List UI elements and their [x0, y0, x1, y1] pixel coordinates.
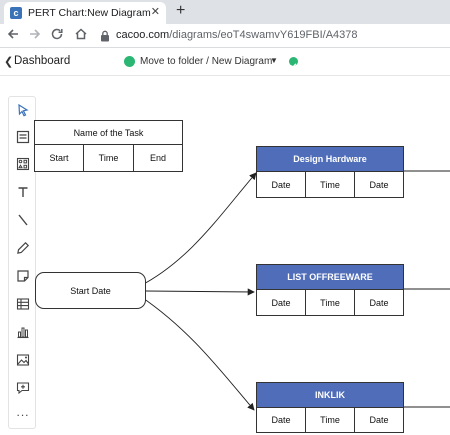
task-title: Design Hardware [293, 154, 367, 164]
chevron-left-icon[interactable]: ❮ [4, 56, 14, 68]
table-tool-icon[interactable] [14, 295, 32, 313]
cacoo-favicon-icon: c [10, 7, 22, 19]
legend-col-start: Start [49, 153, 69, 163]
new-tab-button[interactable]: + [176, 2, 186, 19]
line-tool-icon[interactable] [14, 211, 32, 229]
caret-down-icon[interactable]: ▼ [270, 56, 278, 65]
url-path: /diagrams/eoT4swamvY619FBI/A4378 [169, 29, 358, 41]
url-host: cacoo.com [116, 29, 170, 41]
select-pointer-icon[interactable] [14, 101, 32, 119]
task-cell-end: Date [369, 297, 389, 308]
text-tool-icon[interactable] [14, 183, 32, 201]
browser-tab-bar: c PERT Chart:New Diagram - Cacoo ✕ + [0, 0, 450, 24]
template-grid-icon[interactable] [14, 155, 32, 173]
reload-icon[interactable] [50, 27, 64, 44]
task-cell-start: Date [271, 179, 291, 190]
back-arrow-icon[interactable] [6, 27, 20, 44]
tab-title: PERT Chart:New Diagram - Cacoo [28, 7, 154, 19]
lock-icon[interactable] [100, 29, 110, 42]
home-icon[interactable] [74, 27, 88, 44]
chart-tool-icon[interactable] [14, 323, 32, 341]
more-tools-icon[interactable]: ... [16, 405, 30, 419]
app-header: ❮ Dashboard Move to folder / New Diagram… [0, 48, 450, 76]
connector-to-list-offreeware [145, 288, 255, 296]
task-title: INKLIK [315, 390, 345, 400]
url-field[interactable]: cacoo.com/diagrams/eoT4swamvY619FBI/A437… [116, 29, 358, 41]
task-cell-time: Time [320, 179, 340, 190]
task-title: LIST OFFREEWARE [287, 272, 373, 282]
legend-title: Name of the Task [73, 127, 144, 138]
tab-close-icon[interactable]: ✕ [150, 6, 160, 18]
task-cell-time: Time [320, 415, 340, 425]
pen-tool-icon[interactable] [14, 239, 32, 257]
image-tool-icon[interactable] [14, 351, 32, 369]
left-toolbar: ... [8, 96, 36, 429]
saved-check-icon [289, 57, 298, 69]
dashboard-link[interactable]: Dashboard [14, 55, 71, 67]
start-date-label: Start Date [70, 285, 111, 296]
shape-panel-icon[interactable] [14, 128, 32, 146]
legend-col-time: Time [98, 153, 119, 163]
start-date-node[interactable] [35, 272, 146, 309]
legend-col-end: End [149, 153, 166, 163]
address-bar: cacoo.com/diagrams/eoT4swamvY619FBI/A437… [0, 24, 450, 48]
task-cell-start: Date [271, 415, 291, 425]
comment-tool-icon[interactable] [14, 379, 32, 397]
task-cell-end: Date [369, 179, 389, 190]
sticky-note-icon[interactable] [14, 267, 32, 285]
forward-arrow-icon[interactable] [28, 27, 42, 44]
task-cell-time: Time [320, 297, 340, 308]
task-cell-start: Date [271, 297, 291, 308]
folder-move-icon[interactable] [124, 56, 135, 67]
connector-to-inklik [139, 295, 255, 411]
connector-to-design-hardware [139, 172, 257, 287]
browser-tab[interactable]: c PERT Chart:New Diagram - Cacoo ✕ [4, 2, 166, 24]
move-to-folder-button[interactable]: Move to folder / New Diagram [140, 56, 273, 67]
task-cell-end: Date [369, 415, 389, 425]
